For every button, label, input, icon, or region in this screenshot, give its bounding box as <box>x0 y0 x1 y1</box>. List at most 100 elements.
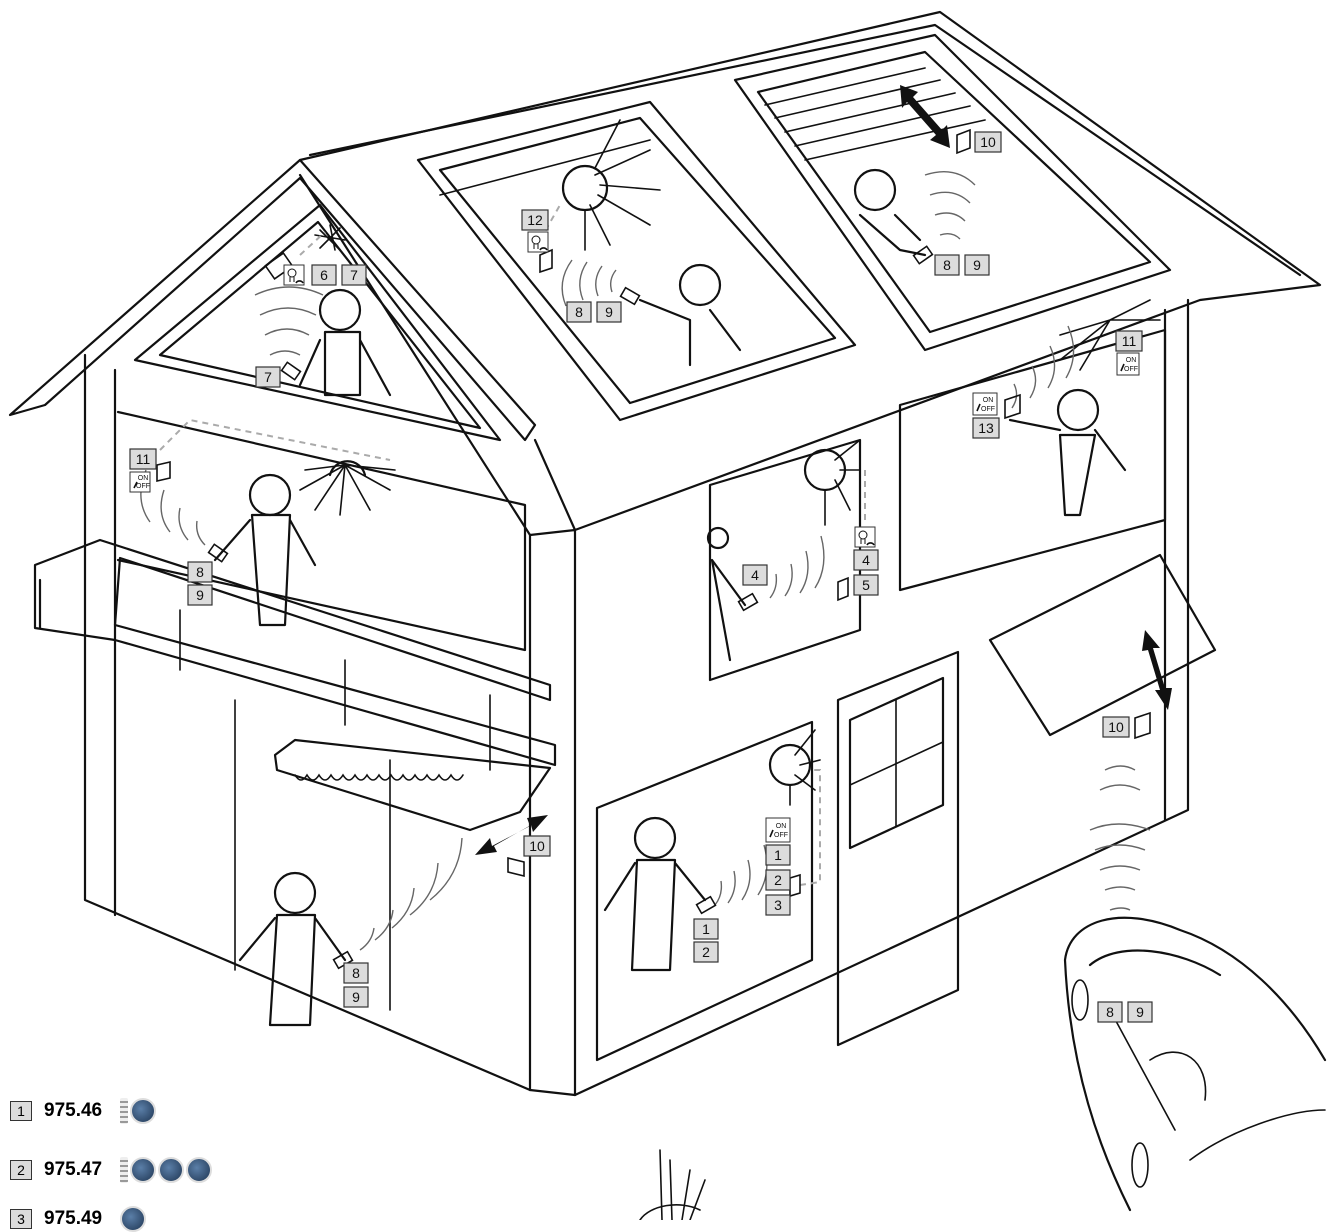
lamp-left-room <box>300 461 395 515</box>
person-ground-mid <box>605 818 705 970</box>
wiring <box>160 205 865 885</box>
svg-text:9: 9 <box>1136 1004 1144 1020</box>
tag-4-remote: 4 <box>743 565 767 585</box>
svg-text:8: 8 <box>943 257 951 273</box>
number-tags: 6 7 7 12 8 9 10 8 9 11 8 9 4 4 5 11 13 1… <box>130 132 1152 1022</box>
svg-text:9: 9 <box>352 989 360 1005</box>
remote-attic <box>282 362 301 379</box>
arrow-garage <box>1142 630 1172 710</box>
tag-9-ground-left: 9 <box>344 987 368 1007</box>
tag-7: 7 <box>342 265 366 285</box>
onoff-icon-right-wall: ON OFF <box>973 393 997 415</box>
arrow-shutter <box>900 85 950 148</box>
dimmer-icon-skylight <box>528 232 548 252</box>
svg-text:8: 8 <box>196 564 204 580</box>
tag-9-left-room: 9 <box>188 585 212 605</box>
tag-8-car: 8 <box>1098 1002 1122 1022</box>
radio-waves <box>141 172 1150 950</box>
svg-text:8: 8 <box>352 965 360 981</box>
legend-item: 2 975.47 <box>10 1157 212 1183</box>
svg-text:5: 5 <box>862 577 870 593</box>
lamps <box>300 120 1160 1220</box>
remote-ground-mid <box>697 897 716 914</box>
legend-item: 1 975.46 <box>10 1098 156 1124</box>
legend-number: 1 <box>10 1101 32 1121</box>
svg-text:13: 13 <box>978 420 994 436</box>
svg-text:10: 10 <box>529 838 545 854</box>
legend-number: 2 <box>10 1160 32 1180</box>
tag-1-switch: 1 <box>766 845 790 865</box>
onoff-icon-right-ceiling: ON OFF <box>1117 353 1139 375</box>
svg-text:12: 12 <box>527 212 543 228</box>
svg-text:ON: ON <box>1126 357 1137 364</box>
legend-item: 3 975.49 <box>10 1206 146 1232</box>
awning-switch <box>508 858 524 876</box>
svg-text:4: 4 <box>862 552 870 568</box>
tag-6: 6 <box>312 265 336 285</box>
tag-8-left-room: 8 <box>188 562 212 582</box>
wall-switch-left-room <box>157 462 170 481</box>
person-right-room <box>1010 390 1125 515</box>
svg-text:2: 2 <box>774 872 782 888</box>
svg-text:OFF: OFF <box>1124 366 1138 373</box>
onoff-icon-left: ONOFF <box>130 472 150 492</box>
tag-9-car: 9 <box>1128 1002 1152 1022</box>
tag-10-garage: 10 <box>1103 717 1129 737</box>
tag-2-ground-mid: 2 <box>694 942 718 962</box>
svg-text:11: 11 <box>136 451 151 467</box>
product-code: 975.46 <box>44 1100 102 1122</box>
remote-skylight-mid <box>621 288 640 305</box>
tag-9-skylight-right: 9 <box>965 255 989 275</box>
tag-10-awning: 10 <box>524 836 550 856</box>
person-attic <box>300 290 390 395</box>
svg-text:10: 10 <box>1108 719 1124 735</box>
tag-2-switch: 2 <box>766 870 790 890</box>
product-image <box>120 1157 212 1183</box>
tag-12: 12 <box>522 210 548 230</box>
lamp-mid-room <box>805 440 860 525</box>
remote-mid-room <box>739 594 758 611</box>
person-mid-room <box>708 528 745 660</box>
svg-text:9: 9 <box>196 587 204 603</box>
tag-3-switch: 3 <box>766 895 790 915</box>
svg-text:7: 7 <box>264 369 272 385</box>
tag-8-ground-left: 8 <box>344 963 368 983</box>
svg-text:8: 8 <box>1106 1004 1114 1020</box>
product-code: 975.47 <box>44 1159 102 1181</box>
svg-text:ON: ON <box>138 475 149 482</box>
product-image <box>120 1098 156 1124</box>
onoff-icon-ground: ONOFF <box>766 818 790 842</box>
legend-number: 3 <box>10 1209 32 1229</box>
shutter-switch <box>957 130 970 153</box>
svg-text:OFF: OFF <box>774 832 788 839</box>
tag-11-left: 11 <box>130 449 156 469</box>
svg-text:7: 7 <box>350 267 358 283</box>
tag-10-shutter: 10 <box>975 132 1001 152</box>
wall-switch-ground <box>790 875 800 896</box>
person-skylight-mid <box>640 265 740 365</box>
svg-text:1: 1 <box>702 921 710 937</box>
house-outline <box>10 12 1325 1210</box>
svg-text:10: 10 <box>980 134 996 150</box>
motion-arrows <box>475 85 1172 855</box>
product-image <box>120 1206 146 1232</box>
svg-text:OFF: OFF <box>981 406 995 413</box>
tag-8-skylight-right: 8 <box>935 255 959 275</box>
svg-text:2: 2 <box>702 944 710 960</box>
svg-text:3: 3 <box>774 897 782 913</box>
garage-switch <box>1135 713 1150 738</box>
dimmer-icon-attic <box>284 265 304 285</box>
wall-switch-skylight-mid <box>540 250 552 272</box>
tag-11-right: 11 <box>1116 331 1142 351</box>
tag-4-receiver: 4 <box>854 550 878 570</box>
tag-8-skylight-mid: 8 <box>567 302 591 322</box>
svg-text:9: 9 <box>605 304 613 320</box>
tag-5: 5 <box>854 575 878 595</box>
svg-text:4: 4 <box>751 567 759 583</box>
dimmer-icon-mid-room <box>855 527 875 547</box>
svg-text:ON: ON <box>983 397 994 404</box>
svg-text:OFF: OFF <box>136 483 150 490</box>
lamp-skylight-mid <box>563 120 660 250</box>
receiver-mid-room <box>838 578 848 600</box>
